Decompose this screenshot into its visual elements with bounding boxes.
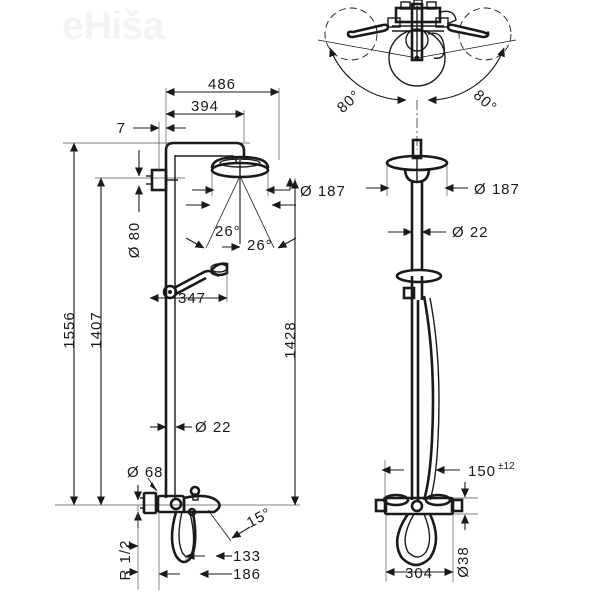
dim-angle-26-left-label: 26° (215, 223, 241, 240)
dim-angle-26-left: 26° (185, 175, 241, 249)
dim-347: 347 (149, 270, 228, 307)
dim-133-label: 133 (233, 548, 261, 565)
dim-dia-187-side-label: Ø 187 (300, 183, 346, 200)
dim-347-label: 347 (178, 290, 206, 307)
dim-dia-22-front-label: Ø 22 (452, 224, 489, 241)
dim-186-label: 186 (233, 566, 261, 583)
dim-150-tolerance: ±12 (498, 461, 515, 472)
dim-dia-187-side: Ø 187 (192, 172, 346, 200)
dim-dia-80-label: Ø 80 (126, 222, 143, 259)
dim-1407-label: 1407 (88, 311, 105, 348)
dim-dia-80: Ø 80 (126, 150, 143, 258)
dim-1428: 1428 (282, 178, 299, 506)
dim-dia-38: Ø38 (453, 482, 478, 578)
dim-dia-38-label: Ø38 (455, 546, 472, 577)
watermark-ehisa: eHiša (62, 4, 165, 48)
dim-133: 133 (185, 548, 261, 565)
dim-7: 7 (117, 120, 186, 172)
dim-394-label: 394 (191, 98, 219, 115)
dim-394: 394 (165, 98, 245, 142)
dim-dia-68-label: Ø 68 (127, 464, 164, 481)
side-valve-body (140, 485, 221, 564)
dim-dia-187-front: Ø 187 (366, 166, 520, 198)
dim-dia-22-side-label: Ø 22 (195, 419, 232, 436)
dim-thread-r-half-label: R 1/2 (117, 540, 134, 581)
dim-1556: 1556 (61, 142, 78, 506)
dim-7-label: 7 (117, 120, 126, 137)
dim-angle-26-right-label: 26° (247, 237, 273, 254)
dim-304-label: 304 (405, 565, 433, 582)
dim-1428-label: 1428 (282, 321, 299, 358)
dim-dia-22-side: Ø 22 (150, 419, 232, 436)
dim-angle-26-right: 26° (222, 175, 297, 254)
dim-1407: 1407 (88, 177, 105, 506)
dim-486-label: 486 (208, 76, 236, 93)
dim-486: 486 (165, 76, 280, 160)
dim-1556-label: 1556 (61, 311, 78, 348)
dim-dia-22-front: Ø 22 (388, 224, 489, 241)
dim-150-tol: 150 ±12 (381, 460, 515, 498)
dim-150-label: 150 (468, 463, 496, 480)
dim-dia-187-front-label: Ø 187 (474, 181, 520, 198)
front-thermostat-body (374, 493, 464, 567)
dim-186: 186 (158, 566, 261, 583)
dim-304: 304 (385, 514, 454, 582)
top-plan-view-geometry (317, 0, 517, 87)
dim-dia-68: Ø 68 (127, 464, 164, 492)
front-view-geometry (374, 100, 464, 567)
